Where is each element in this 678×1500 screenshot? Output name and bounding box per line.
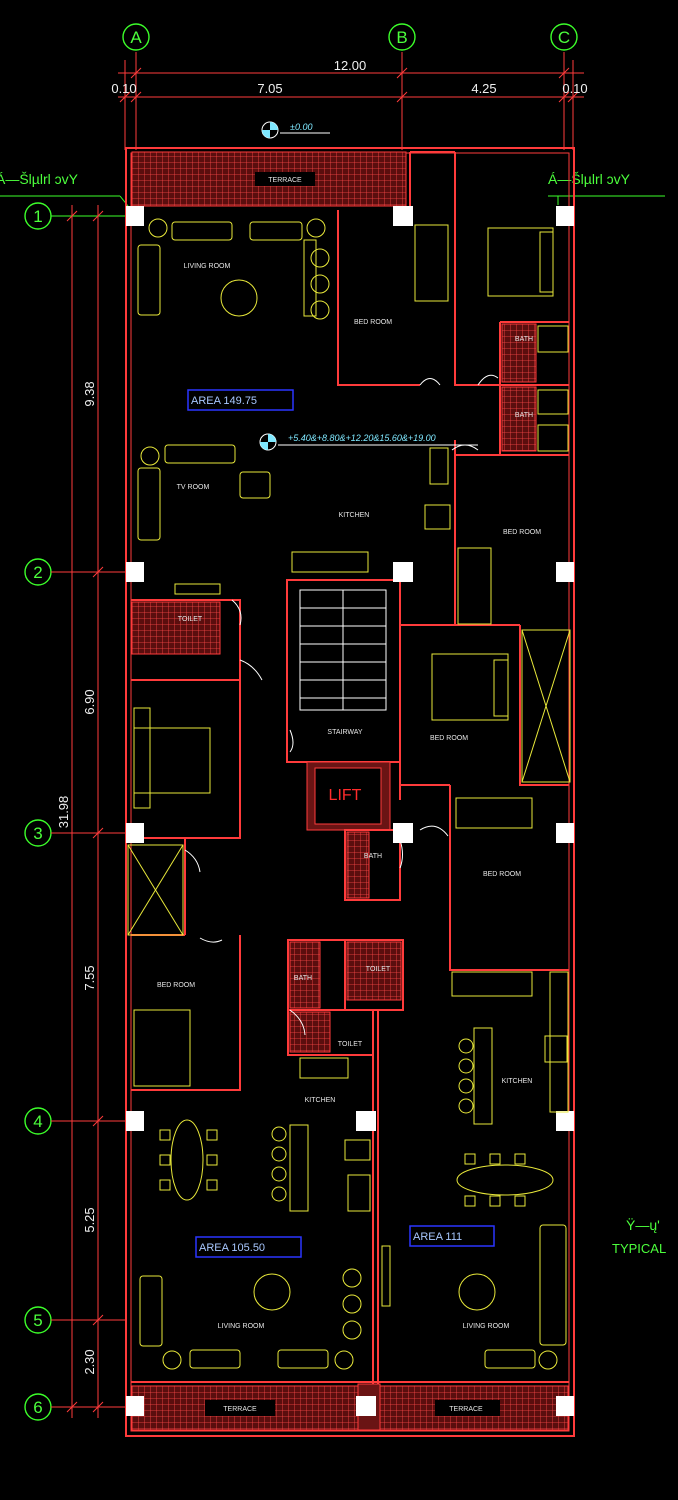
typical-plan-note: Ÿ—ų' TYPICAL: [612, 1217, 666, 1256]
furniture-right-mid: [431, 629, 571, 1125]
grid-label-5: 5: [33, 1311, 42, 1330]
grid-label-2: 2: [33, 563, 42, 582]
room-labels: LIVING ROOM BED ROOM BATH BATH TV ROOM K…: [157, 263, 541, 1413]
dim-left-1: 9.38: [82, 381, 97, 406]
furniture-left-mid: [127, 583, 221, 1087]
grid-bubble-5: 5: [24, 1306, 125, 1334]
area-box-top: AREA 149.75: [187, 389, 294, 411]
area-label-low-left: AREA 105.50: [199, 1242, 265, 1254]
typical-label: TYPICAL: [612, 1241, 666, 1256]
room-label-kitchen-low-right: KITCHEN: [502, 1078, 533, 1085]
room-label-bed-left-low: BED ROOM: [157, 982, 195, 989]
left-dimensions: 9.38 6.90 7.55 5.25 2.30 31.98: [56, 205, 104, 1418]
terrace-top: TERRACE: [131, 151, 407, 207]
room-label-terrace-top: TERRACE: [268, 177, 302, 184]
dim-top-2: 7.05: [257, 81, 282, 96]
furniture-top-living: [137, 218, 330, 320]
furniture-kitchen-top: [291, 447, 492, 625]
section-mark-left: Á—Šlµlrl ɔvY: [0, 171, 129, 207]
structural-columns: [126, 206, 574, 1416]
dim-top-4: 0.10: [562, 81, 587, 96]
furniture-top-bedrooms: [414, 224, 569, 452]
dim-left-2: 6.90: [82, 689, 97, 714]
area-box-low-left: AREA 105.50: [195, 1236, 302, 1258]
room-label-toilet-low-1: TOILET: [366, 966, 391, 973]
dim-left-total: 31.98: [56, 796, 71, 829]
room-label-living-top: LIVING ROOM: [184, 263, 231, 270]
section-mark-left-text: Á—Šlµlrl ɔvY: [0, 171, 79, 187]
room-label-kitchen-top: KITCHEN: [339, 512, 370, 519]
grid-label-3: 3: [33, 824, 42, 843]
wet-area-hatches: [131, 323, 569, 1431]
interior-walls: [131, 151, 569, 1431]
typical-mark: Ÿ—ų': [626, 1217, 660, 1233]
room-label-terrace-low-right: TERRACE: [449, 1406, 483, 1413]
room-label-toilet-low-2: TOILET: [338, 1041, 363, 1048]
room-label-bed-mid: BED ROOM: [430, 735, 468, 742]
grid-bubble-4: 4: [24, 1107, 125, 1135]
section-mark-right: Á—Šlµlrl ɔvY: [548, 171, 665, 205]
level-typical-text: +5.40&+8.80&+12.20&15.60&+19.00: [288, 433, 436, 443]
room-label-kitchen-low-left: KITCHEN: [305, 1097, 336, 1104]
room-label-stairway: STAIRWAY: [327, 729, 362, 736]
area-label-low-right: AREA 111: [413, 1231, 462, 1243]
area-label-top: AREA 149.75: [191, 395, 257, 407]
furniture-lower-right: [381, 1038, 567, 1370]
dim-total-width: 12.00: [334, 58, 367, 73]
grid-bubble-2: 2: [24, 558, 125, 586]
dim-left-3: 7.55: [82, 965, 97, 990]
grid-bubble-a: A: [122, 23, 150, 51]
grid-label-b: B: [396, 28, 407, 47]
grid-bubble-3: 3: [24, 819, 125, 847]
furniture-lower-left: [139, 1057, 371, 1370]
door-swings: [184, 374, 499, 1036]
area-box-low-right: AREA 111: [409, 1225, 495, 1247]
grid-label-6: 6: [33, 1398, 42, 1417]
room-label-bed-right-1: BED ROOM: [503, 529, 541, 536]
level-ground-text: ±0.00: [290, 122, 312, 132]
furniture-tv-room: [137, 444, 271, 541]
room-label-terrace-low-left: TERRACE: [223, 1406, 257, 1413]
room-label-lift: LIFT: [329, 787, 362, 804]
grid-label-a: A: [130, 28, 142, 47]
dim-top-1: 0.10: [111, 81, 136, 96]
room-label-living-low-left: LIVING ROOM: [218, 1323, 265, 1330]
room-label-living-low-right: LIVING ROOM: [463, 1323, 510, 1330]
dim-left-4: 5.25: [82, 1207, 97, 1232]
grid-bubble-6: 6: [24, 1393, 125, 1421]
dim-left-5: 2.30: [82, 1349, 97, 1374]
grid-label-c: C: [558, 28, 570, 47]
level-marker-ground: ±0.00: [261, 121, 330, 139]
level-marker-typical: +5.40&+8.80&+12.20&15.60&+19.00: [259, 433, 478, 451]
section-mark-right-text: Á—Šlµlrl ɔvY: [548, 171, 631, 187]
top-dimensions: 12.00 0.10 7.05 4.25 0.10: [111, 52, 588, 150]
room-label-bed-1: BED ROOM: [354, 319, 392, 326]
grid-bubble-b: B: [388, 23, 416, 51]
room-label-toilet-left: TOILET: [178, 616, 203, 623]
room-label-bath-low: BATH: [294, 975, 312, 982]
room-label-bed-right-2: BED ROOM: [483, 871, 521, 878]
grid-bubble-1: 1: [24, 202, 125, 230]
grid-label-4: 4: [33, 1112, 42, 1131]
room-label-bath-mid: BATH: [364, 853, 382, 860]
room-label-tv-room: TV ROOM: [177, 484, 210, 491]
furniture-stairway: [299, 589, 387, 711]
dim-top-3: 4.25: [471, 81, 496, 96]
grid-label-1: 1: [33, 207, 42, 226]
room-label-bath-2: BATH: [515, 412, 533, 419]
room-label-bath-1: BATH: [515, 336, 533, 343]
grid-bubble-c: C: [550, 23, 578, 51]
